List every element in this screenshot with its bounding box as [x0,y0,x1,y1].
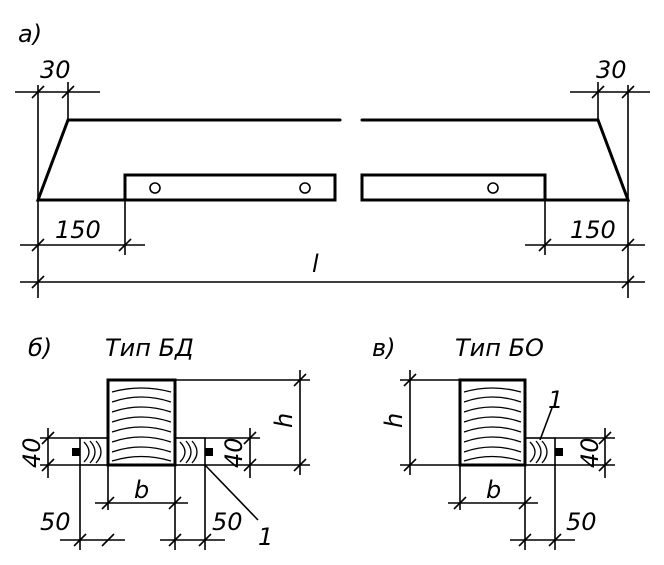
dimension-lines-a [15,82,650,298]
bolt-hole [299,182,311,194]
dim-h-b: h [270,413,298,428]
beam-right-part [360,118,631,202]
dim-left-offset: 30 [40,56,71,84]
dim-50-left: 50 [40,508,71,536]
dim-40-v: 40 [576,437,604,468]
callout-1-v: 1 [548,386,563,414]
view-v-title: Тип БО [455,334,544,362]
section-bo [458,378,563,467]
view-a-label: а) [18,20,42,48]
dim-right-offset: 30 [596,56,627,84]
dimension-lines-b [40,370,310,550]
dim-40-left: 40 [18,437,46,468]
view-b-label: б) [28,334,52,362]
view-b-title: Тип БД [105,334,194,362]
dimension-lines-v [400,370,615,550]
dim-length: l [312,250,319,278]
dim-right-step: 150 [570,216,616,244]
bolt-hole [487,182,499,194]
view-v-label: в) [372,334,396,362]
bolt-hole [149,182,161,194]
callout-1-b: 1 [258,523,273,551]
section-bd [72,378,213,467]
dim-50-v: 50 [566,508,597,536]
beam-left-part [35,118,342,202]
dim-b-b: b [134,476,149,504]
dim-h-v: h [380,413,408,428]
dim-left-step: 150 [55,216,101,244]
dim-50-right: 50 [212,508,243,536]
dim-b-v: b [486,476,501,504]
dim-40-right: 40 [220,437,248,468]
